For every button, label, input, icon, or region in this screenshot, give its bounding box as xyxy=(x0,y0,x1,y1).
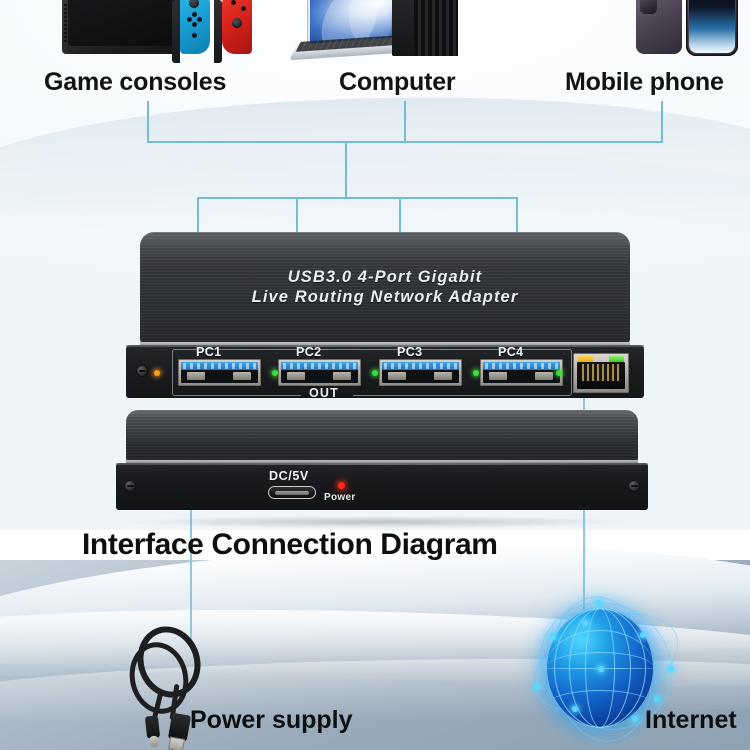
led-green-3 xyxy=(473,370,479,376)
device-bottom-shell xyxy=(126,410,638,462)
usb-port-pc4[interactable] xyxy=(480,359,563,386)
power-led-label: Power xyxy=(324,492,356,503)
page-title: Interface Connection Diagram xyxy=(82,528,498,561)
led-green-4 xyxy=(556,370,562,376)
device-print-line-2: Live Routing Network Adapter xyxy=(251,288,519,306)
connector-power-supply xyxy=(190,500,192,643)
label-power-supply: Power supply xyxy=(190,706,353,734)
led-green-2 xyxy=(372,370,378,376)
device-top-shell: USB3.0 4-Port Gigabit Live Routing Netwo… xyxy=(140,232,630,344)
out-label: OUT xyxy=(309,386,339,400)
port-label-pc2: PC2 xyxy=(296,345,322,359)
globe-network-icon xyxy=(514,576,698,750)
device-bottom-edge xyxy=(126,460,638,464)
out-group-bracket xyxy=(172,349,572,396)
device-shadow xyxy=(128,516,628,528)
device-print-line-1: USB3.0 4-Port Gigabit xyxy=(287,268,483,286)
rj45-led-yellow xyxy=(578,356,593,363)
port-label-pc4: PC4 xyxy=(498,345,524,359)
led-status-left xyxy=(154,370,160,376)
screw-rear-left-icon xyxy=(124,480,136,492)
label-internet: Internet xyxy=(645,706,737,734)
usb-port-pc2[interactable] xyxy=(278,359,361,386)
dc-power-label: DC/5V xyxy=(269,469,309,483)
screw-rear-right-icon xyxy=(628,480,640,492)
label-mobile-phone: Mobile phone xyxy=(565,68,724,96)
label-computer: Computer xyxy=(339,68,456,96)
usb-port-pc1[interactable] xyxy=(178,359,261,386)
connector-bus-drop xyxy=(345,141,347,198)
usb-c-power-port[interactable] xyxy=(268,486,316,499)
power-led xyxy=(338,482,345,489)
mobile-phone-icon xyxy=(0,0,750,60)
connector-game-consoles xyxy=(147,101,149,142)
rj45-led-green xyxy=(609,356,624,363)
device-top-edge xyxy=(140,342,630,347)
port-label-pc3: PC3 xyxy=(397,345,423,359)
computer-icon xyxy=(0,0,470,61)
device-front-panel: OUT PC1 PC2 xyxy=(126,345,644,400)
connector-bus-lower xyxy=(197,197,517,199)
connector-mobile-phone xyxy=(661,101,663,142)
connector-computer xyxy=(404,101,406,142)
usb-port-pc3[interactable] xyxy=(379,359,462,386)
label-game-consoles: Game consoles xyxy=(44,68,227,96)
screw-left-icon xyxy=(136,365,148,377)
rj45-ethernet-port[interactable] xyxy=(573,353,629,393)
connector-bus-upper xyxy=(147,141,663,143)
led-green-1 xyxy=(272,370,278,376)
port-label-pc1: PC1 xyxy=(196,345,222,359)
network-adapter-device: USB3.0 4-Port Gigabit Live Routing Netwo… xyxy=(108,232,648,520)
game-console-icon xyxy=(0,0,260,63)
device-rear-panel: DC/5V Power xyxy=(116,463,648,510)
